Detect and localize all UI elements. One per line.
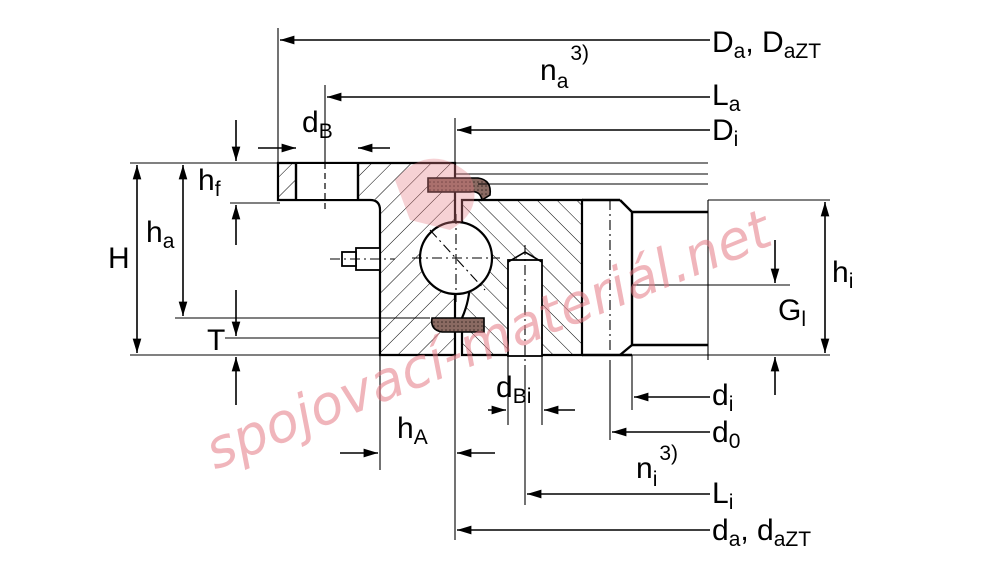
label-hA: hA <box>397 412 428 449</box>
label-dB: dB <box>302 106 333 143</box>
grease-nipple-icon <box>330 247 395 271</box>
label-d0: d0 <box>712 416 740 453</box>
label-Di: Di <box>712 114 738 151</box>
top-reference-lines <box>130 162 830 356</box>
label-ha: ha <box>146 216 175 253</box>
seals <box>427 177 492 333</box>
label-dBi: dBi <box>496 371 531 408</box>
label-Li: Li <box>712 477 733 514</box>
label-T: T <box>207 324 225 357</box>
extension-lines <box>277 28 633 540</box>
label-ni: ni3) <box>636 442 678 491</box>
rolling-ball <box>412 214 500 302</box>
label-La: La <box>712 79 741 116</box>
outer-ring <box>276 161 457 357</box>
label-da: da, daZT <box>712 514 811 551</box>
label-hi: hi <box>832 256 853 293</box>
labels: Da, DaZT na3) La Di dB hf H ha hi Gl T d… <box>108 26 853 551</box>
watermark-logo-icon <box>395 158 475 230</box>
inner-ring <box>460 198 584 365</box>
label-na: na3) <box>540 42 589 93</box>
label-H: H <box>108 242 130 275</box>
label-Da: Da, DaZT <box>712 26 821 63</box>
label-di: di <box>712 379 733 416</box>
dimension-lines <box>132 35 830 535</box>
label-hf: hf <box>198 164 221 201</box>
label-Gl: Gl <box>778 294 806 331</box>
